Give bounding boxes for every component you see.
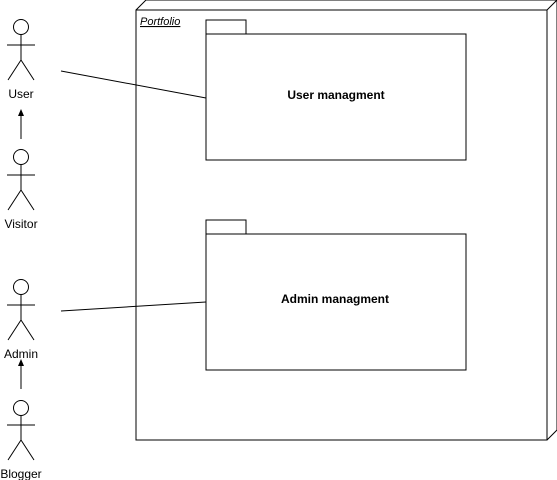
actor-label-visitor: Visitor <box>4 217 37 231</box>
package-label: Admin managment <box>281 292 389 306</box>
actor-head-icon <box>13 279 29 295</box>
package-user-managment[interactable]: User managment <box>205 19 467 161</box>
association-admin-adminmanagment <box>60 301 207 312</box>
actor-label-admin: Admin <box>4 347 38 361</box>
actor-blogger[interactable] <box>7 400 35 461</box>
actor-label-blogger: Blogger <box>0 467 41 480</box>
actor-label-user: User <box>8 87 33 101</box>
actor-user[interactable] <box>7 19 35 81</box>
package-admin-managment[interactable]: Admin managment <box>205 219 467 371</box>
actor-head-icon <box>13 149 29 165</box>
actor-head-icon <box>13 19 29 35</box>
package-label: User managment <box>287 88 384 102</box>
node-title: Portfolio <box>140 16 180 28</box>
association-user-usermanagment <box>60 70 207 99</box>
actor-head-icon <box>13 400 29 416</box>
actor-admin[interactable] <box>7 279 35 341</box>
actor-visitor[interactable] <box>7 149 35 211</box>
